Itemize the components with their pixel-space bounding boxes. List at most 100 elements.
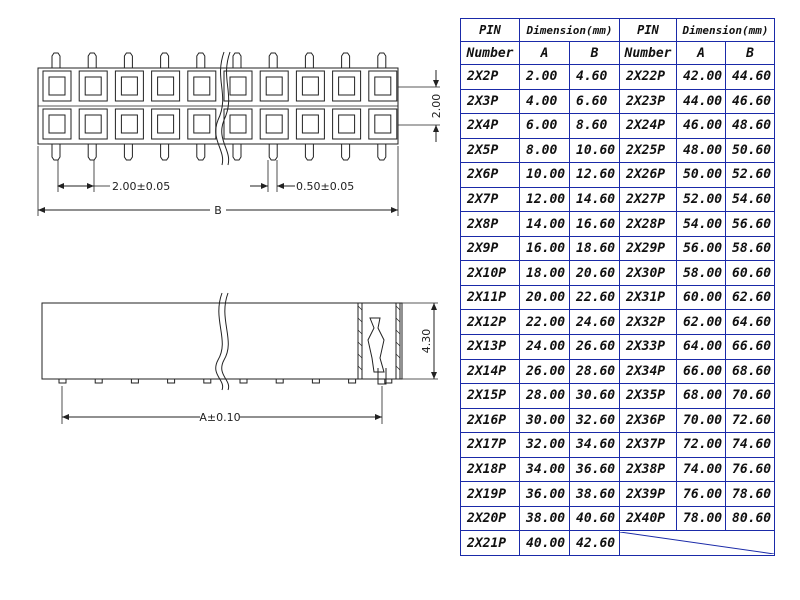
pin-width-label: 0.50±0.05 bbox=[296, 180, 354, 193]
cell-pin: 2X32P bbox=[619, 309, 677, 336]
cell-b: 18.60 bbox=[569, 235, 620, 262]
cell-a: 20.00 bbox=[519, 284, 570, 311]
cell-a: 16.00 bbox=[519, 235, 570, 262]
cell-b: 58.60 bbox=[725, 235, 775, 262]
cell-pin: 2X34P bbox=[619, 358, 677, 385]
cell-a: 46.00 bbox=[676, 113, 726, 139]
contact-hole bbox=[84, 114, 102, 134]
cell-b: 12.60 bbox=[569, 162, 620, 188]
contact-cell bbox=[42, 108, 72, 140]
contact-hole bbox=[193, 76, 211, 96]
contact-cell bbox=[42, 70, 72, 102]
pin-tail-down bbox=[232, 144, 242, 161]
cell-a: 76.00 bbox=[676, 481, 726, 507]
contact-cell bbox=[332, 70, 362, 102]
pin-tail-down bbox=[341, 144, 351, 161]
contact-hole bbox=[265, 76, 283, 96]
cell-b: 56.60 bbox=[725, 211, 775, 237]
cell-pin: 2X17P bbox=[460, 432, 520, 458]
cell-b: 60.60 bbox=[725, 260, 775, 286]
cell-b: 38.60 bbox=[569, 481, 620, 507]
contact-cell bbox=[78, 108, 108, 140]
cell-b: 80.60 bbox=[725, 505, 775, 532]
contact-hole bbox=[193, 114, 211, 134]
contact-cell bbox=[187, 70, 217, 102]
cell-a: 58.00 bbox=[676, 260, 726, 286]
cell-a: 52.00 bbox=[676, 186, 726, 213]
cell-pin: 2X39P bbox=[619, 481, 677, 507]
pin-tail-up bbox=[232, 52, 242, 68]
pin-tail-down bbox=[196, 144, 206, 161]
cell-b: 8.60 bbox=[569, 113, 620, 139]
contact-hole bbox=[338, 114, 356, 134]
contact-hole bbox=[301, 114, 319, 134]
cell-b: 46.60 bbox=[725, 88, 775, 115]
height-label: 4.30 bbox=[420, 329, 433, 354]
pitch-label: 2.00±0.05 bbox=[112, 180, 170, 193]
cell-a: 18.00 bbox=[519, 260, 570, 286]
cell-pin: 2X6P bbox=[460, 162, 520, 188]
contact-hole bbox=[48, 114, 66, 134]
cell-pin: 2X26P bbox=[619, 162, 677, 188]
contact-cell bbox=[259, 108, 289, 140]
cell-b: 6.60 bbox=[569, 88, 620, 115]
col-b-header: B bbox=[569, 41, 620, 65]
contact-hole bbox=[301, 76, 319, 96]
side-pin bbox=[94, 378, 103, 384]
top-contact-cells bbox=[42, 70, 398, 140]
break-line-side bbox=[215, 292, 224, 391]
side-pin bbox=[275, 378, 284, 384]
cell-pin: 2X33P bbox=[619, 334, 677, 360]
pin-tail-up bbox=[268, 52, 278, 68]
cell-a: 64.00 bbox=[676, 334, 726, 360]
side-pin bbox=[203, 378, 212, 384]
cell-b: 44.60 bbox=[725, 64, 775, 90]
cell-a: 38.00 bbox=[519, 505, 570, 532]
break-line-top bbox=[215, 51, 225, 166]
row-spacing-label: 2.00 bbox=[430, 94, 443, 119]
pin-tail-down bbox=[304, 144, 314, 161]
cell-b: 30.60 bbox=[569, 383, 620, 409]
contact-cell bbox=[259, 70, 289, 102]
cell-b: 76.60 bbox=[725, 456, 775, 483]
cell-pin: 2X25P bbox=[619, 137, 677, 164]
cell-pin: 2X29P bbox=[619, 235, 677, 262]
cell-pin: 2X7P bbox=[460, 186, 520, 213]
cell-b: 20.60 bbox=[569, 260, 620, 286]
contact-cell bbox=[223, 70, 253, 102]
cell-a: 78.00 bbox=[676, 505, 726, 532]
cell-b: 10.60 bbox=[569, 137, 620, 164]
contact-cell bbox=[332, 108, 362, 140]
cell-a: 8.00 bbox=[519, 137, 570, 164]
table-subheader-row: Number A B Number A B bbox=[460, 41, 775, 65]
cell-b: 26.60 bbox=[569, 334, 620, 360]
cell-b: 54.60 bbox=[725, 186, 775, 213]
pin-tail-up bbox=[123, 52, 133, 68]
contact-hole bbox=[120, 114, 138, 134]
side-pin bbox=[348, 378, 357, 384]
cell-pin: 2X31P bbox=[619, 284, 677, 311]
cell-pin: 2X37P bbox=[619, 432, 677, 458]
cell-b: 48.60 bbox=[725, 113, 775, 139]
number-header-right: Number bbox=[619, 41, 677, 65]
contact-cell bbox=[295, 70, 325, 102]
empty-cell bbox=[619, 530, 775, 556]
cell-b: 42.60 bbox=[569, 530, 620, 556]
cell-pin: 2X21P bbox=[460, 530, 520, 556]
cell-a: 2.00 bbox=[519, 64, 570, 90]
cell-a: 68.00 bbox=[676, 383, 726, 409]
cell-pin: 2X15P bbox=[460, 383, 520, 409]
cell-pin: 2X9P bbox=[460, 235, 520, 262]
col-b-header-right: B bbox=[725, 41, 775, 65]
cell-pin: 2X18P bbox=[460, 456, 520, 483]
pin-width-dimension bbox=[250, 160, 295, 192]
pin-header: PIN bbox=[460, 18, 520, 42]
